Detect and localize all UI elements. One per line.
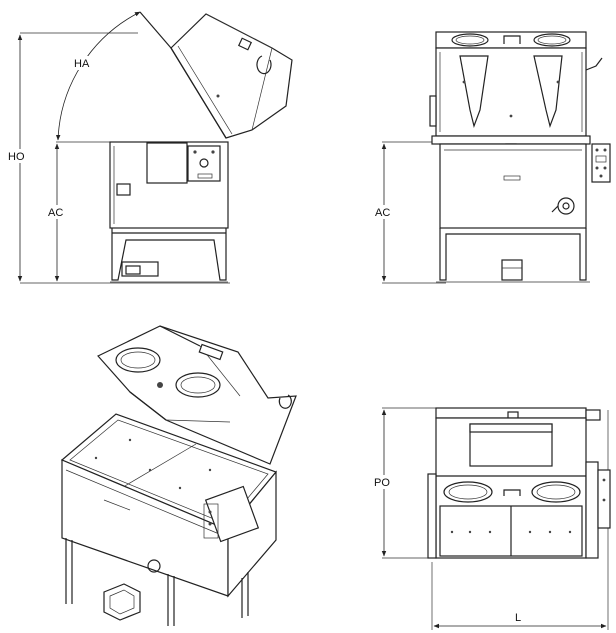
top-view: PO L [372, 407, 611, 630]
ac-side-dimension: AC [45, 143, 69, 282]
l-label: L [515, 612, 521, 624]
ho-label: HO [8, 151, 25, 163]
side-view: HO AC HA [6, 11, 293, 284]
front-view: AC [372, 31, 611, 284]
po-label: PO [374, 477, 390, 489]
ho-dimension: HO [6, 34, 25, 282]
ac-side-label: AC [48, 207, 63, 219]
po-dimension: PO [372, 409, 396, 557]
ac-front-label: AC [375, 207, 390, 219]
l-dimension: L [433, 610, 607, 629]
ac-front-dimension: AC [372, 143, 396, 282]
ha-angle-dimension: HA [55, 11, 141, 141]
isometric-view [60, 325, 297, 626]
ha-label: HA [74, 58, 90, 70]
